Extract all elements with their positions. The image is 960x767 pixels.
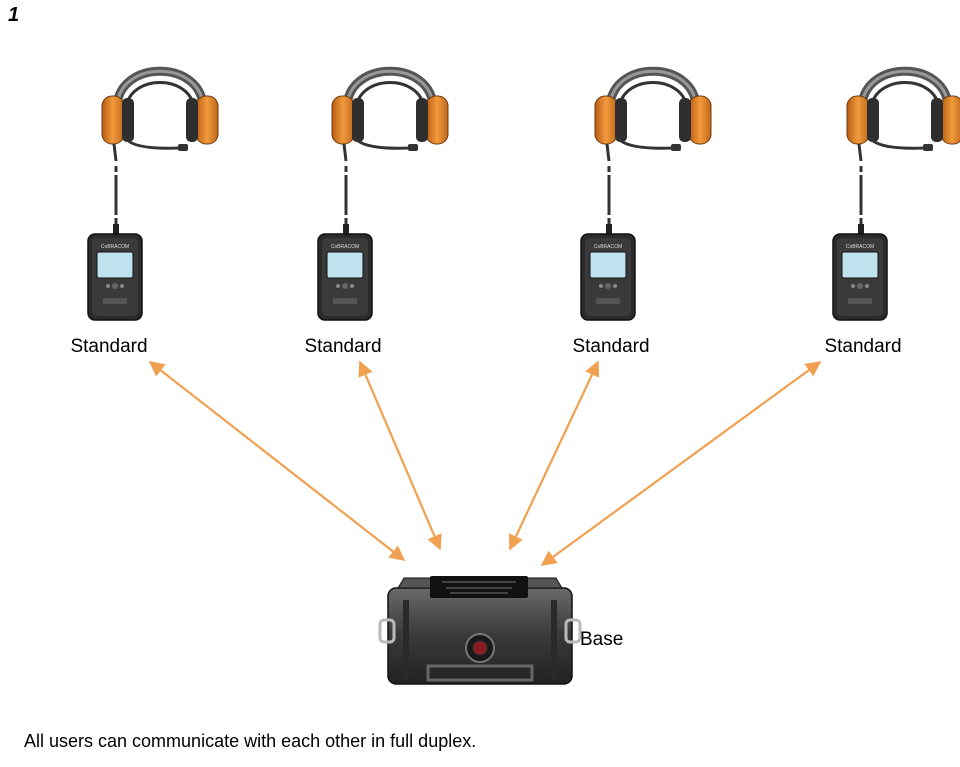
link-arrow-2 <box>358 360 442 551</box>
base-label: Base <box>580 629 623 650</box>
link-arrow-1 <box>148 361 406 561</box>
link-arrow-3 <box>508 360 600 551</box>
user-label: Standard <box>304 336 381 357</box>
user-unit-1: Standard <box>70 71 218 357</box>
link-arrows <box>148 360 822 566</box>
user-label: Standard <box>824 336 901 357</box>
user-label: Standard <box>572 336 649 357</box>
headset-beltpack-icon <box>581 71 711 320</box>
headset-beltpack-icon <box>318 71 448 320</box>
user-unit-2: Standard <box>304 71 448 357</box>
user-label: Standard <box>70 336 147 357</box>
user-unit-4: Standard <box>824 71 960 357</box>
user-unit-3: Standard <box>572 71 711 357</box>
page-number: 1 <box>8 4 20 26</box>
user-units: Standard Standard Standard Standard <box>70 71 960 357</box>
caption: All users can communicate with each othe… <box>24 731 477 751</box>
base-station <box>378 576 582 685</box>
headset-beltpack-icon <box>88 71 218 320</box>
link-arrow-4 <box>540 361 822 566</box>
headset-beltpack-icon <box>833 71 960 320</box>
